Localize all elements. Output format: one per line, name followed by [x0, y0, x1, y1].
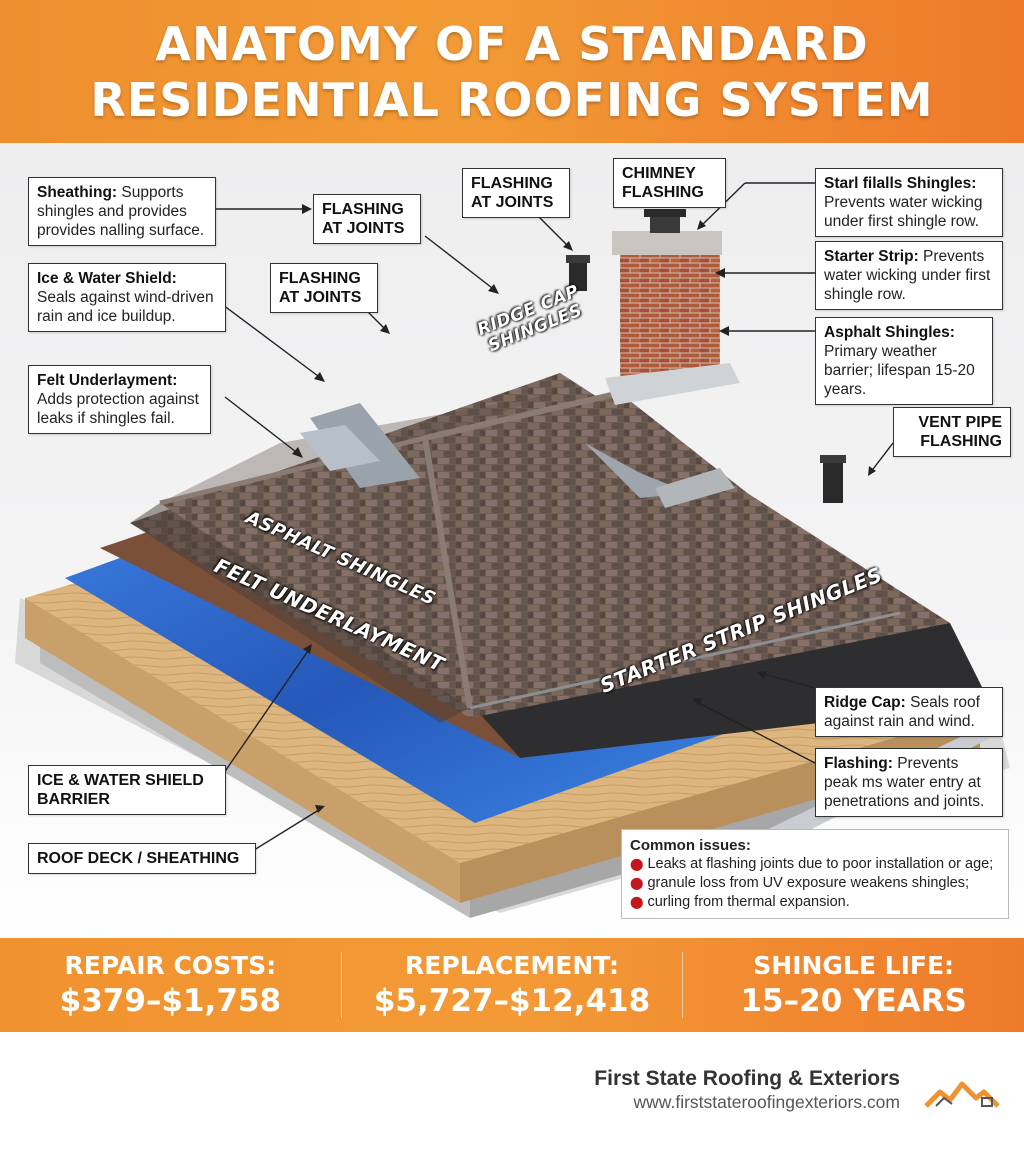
replacement-stat: REPLACEMENT: $5,727–$12,418: [342, 938, 683, 1032]
starter-callout: Starter Strip: Prevents water wicking un…: [815, 241, 1003, 310]
roof-deck-tag: ROOF DECK / SHEATHING: [28, 843, 256, 874]
issue-item: ⬤granule loss from UV exposure weakens s…: [630, 874, 1000, 893]
title-banner: ANATOMY OF A STANDARD RESIDENTIAL ROOFIN…: [0, 0, 1024, 143]
starter-text: Prevents water wicking under first shing…: [824, 248, 991, 303]
droplet-icon: ⬤: [630, 857, 644, 871]
asphalt-text: Primary weather barrier; lifespan 15-20 …: [824, 343, 975, 398]
ridge-cap-text: Seals roof against rain and wind.: [824, 694, 980, 730]
sheathing-text: Supports shingles and provides provides …: [37, 184, 205, 239]
company-logo-icon: [924, 1081, 1000, 1108]
footer: [0, 1032, 1024, 1154]
stat-value: $5,727–$12,418: [373, 983, 651, 1019]
felt-text: Adds protection against leaks if shingle…: [37, 391, 199, 427]
stat-divider: [340, 952, 342, 1018]
flashing-text: Prevents peak ms water entry at penetrat…: [824, 755, 985, 810]
starl-heading: Starl filalls Shingles:: [824, 175, 977, 192]
ridge-cap-heading: Ridge Cap:: [824, 694, 906, 711]
issue-item: ⬤Leaks at flashing joints due to poor in…: [630, 855, 1000, 874]
stat-label: SHINGLE LIFE:: [753, 951, 955, 980]
flashing-heading: Flashing:: [824, 755, 893, 772]
vent-pipe-tag: VENT PIPE FLASHING: [893, 407, 1011, 457]
sheathing-heading: Sheathing:: [37, 184, 118, 201]
issue-text: granule loss from UV exposure weakens sh…: [647, 875, 970, 891]
starter-heading: Starter Strip:: [824, 248, 919, 265]
shingle-life-stat: SHINGLE LIFE: 15–20 YEARS: [683, 938, 1024, 1032]
company-name: First State Roofing & Exteriors: [594, 1067, 900, 1090]
ridge-cap-callout: Ridge Cap: Seals roof against rain and w…: [815, 687, 1003, 737]
title-line-2: RESIDENTIAL ROOFING SYSTEM: [90, 72, 934, 127]
title-line-1: ANATOMY OF A STANDARD: [155, 16, 869, 71]
droplet-icon: ⬤: [630, 895, 644, 909]
flashing-joints-tag-3: FLASHING AT JOINTS: [462, 168, 570, 218]
asphalt-heading: Asphalt Shingles:: [824, 324, 955, 341]
stat-value: 15–20 YEARS: [740, 983, 967, 1019]
issue-text: Leaks at flashing joints due to poor ins…: [647, 856, 994, 872]
company-url[interactable]: www.firststateroofingexteriors.com: [633, 1092, 900, 1112]
felt-callout: Felt Underlayment: Adds protection again…: [28, 365, 211, 434]
flashing-callout: Flashing: Prevents peak ms water entry a…: [815, 748, 1003, 817]
stat-divider: [682, 952, 684, 1018]
droplet-icon: ⬤: [630, 876, 644, 890]
common-issues-title: Common issues:: [630, 837, 751, 854]
ice-water-heading: Ice & Water Shield:: [37, 270, 177, 287]
issue-item: ⬤curling from thermal expansion.: [630, 893, 1000, 912]
stat-label: REPLACEMENT:: [405, 951, 619, 980]
common-issues-box: Common issues: ⬤Leaks at flashing joints…: [621, 829, 1009, 919]
stat-value: $379–$1,758: [59, 983, 282, 1019]
stats-bar: REPAIR COSTS: $379–$1,758 REPLACEMENT: $…: [0, 938, 1024, 1032]
ice-water-barrier-tag: ICE & WATER SHIELD BARRIER: [28, 765, 226, 815]
flashing-joints-tag-1: FLASHING AT JOINTS: [313, 194, 421, 244]
repair-costs-stat: REPAIR COSTS: $379–$1,758: [0, 938, 341, 1032]
issue-text: curling from thermal expansion.: [647, 894, 850, 910]
chimney-flashing-tag: CHIMNEY FLASHING: [613, 158, 726, 208]
starl-callout: Starl filalls Shingles: Prevents water w…: [815, 168, 1003, 237]
roof-diagram: RIDGE CAP SHINGLES ASPHALT SHINGLES FELT…: [0, 143, 1024, 938]
company-info: First State Roofing & Exteriors www.firs…: [594, 1066, 900, 1113]
stat-label: REPAIR COSTS:: [64, 951, 277, 980]
sheathing-callout: Sheathing: Supports shingles and provide…: [28, 177, 216, 246]
roof-illustration: [15, 182, 1010, 918]
flashing-joints-tag-2: FLASHING AT JOINTS: [270, 263, 378, 313]
starl-text: Prevents water wicking under first shing…: [824, 194, 983, 230]
ice-water-text: Seals against wind-driven rain and ice b…: [37, 289, 214, 325]
felt-heading: Felt Underlayment:: [37, 372, 178, 389]
asphalt-callout: Asphalt Shingles: Primary weather barrie…: [815, 317, 993, 405]
ice-water-callout: Ice & Water Shield: Seals against wind-d…: [28, 263, 226, 332]
